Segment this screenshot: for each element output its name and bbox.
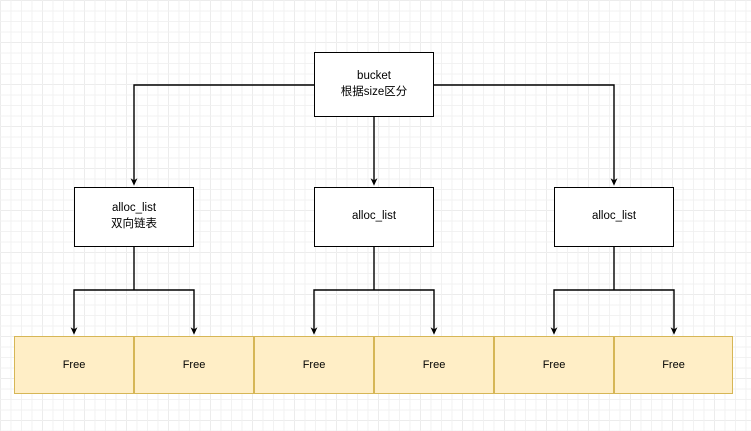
node-alloc-list-1-sublabel: 双向链表 bbox=[111, 218, 157, 230]
node-alloc-list-3[interactable]: alloc_list bbox=[554, 187, 674, 247]
node-bucket-sublabel: 根据size区分 bbox=[340, 85, 408, 98]
node-bucket[interactable]: bucket 根据size区分 bbox=[314, 52, 434, 117]
edge-alloc1-to-free1 bbox=[70, 289, 134, 335]
node-free-4[interactable]: Free bbox=[374, 336, 494, 394]
node-free-3[interactable]: Free bbox=[254, 336, 374, 394]
edge-alloc3-to-free6 bbox=[614, 289, 678, 335]
node-alloc-list-1-label: alloc_list bbox=[111, 202, 157, 215]
node-alloc-list-2-label: alloc_list bbox=[351, 210, 397, 223]
edge-alloc2-to-free3 bbox=[310, 289, 374, 335]
edge-bucket-to-alloc3 bbox=[434, 84, 618, 186]
node-free-1[interactable]: Free bbox=[14, 336, 134, 394]
node-free-4-label: Free bbox=[422, 358, 446, 371]
edge-alloc1-to-free2 bbox=[134, 289, 198, 335]
node-free-6[interactable]: Free bbox=[614, 336, 733, 394]
node-free-5-label: Free bbox=[542, 358, 566, 371]
node-alloc-list-3-label: alloc_list bbox=[591, 210, 637, 223]
edge-alloc2-to-free4 bbox=[374, 289, 438, 335]
node-free-6-label: Free bbox=[662, 358, 685, 371]
node-free-1-label: Free bbox=[62, 358, 86, 371]
node-alloc-list-2[interactable]: alloc_list bbox=[314, 187, 434, 247]
node-free-2[interactable]: Free bbox=[134, 336, 254, 394]
edge-alloc3-to-free5 bbox=[550, 289, 614, 335]
edge-bucket-to-alloc1 bbox=[130, 84, 314, 186]
node-free-3-label: Free bbox=[302, 358, 326, 371]
node-alloc-list-1[interactable]: alloc_list 双向链表 bbox=[74, 187, 194, 247]
node-bucket-label: bucket bbox=[357, 69, 391, 82]
node-free-5[interactable]: Free bbox=[494, 336, 614, 394]
node-free-2-label: Free bbox=[182, 358, 206, 371]
